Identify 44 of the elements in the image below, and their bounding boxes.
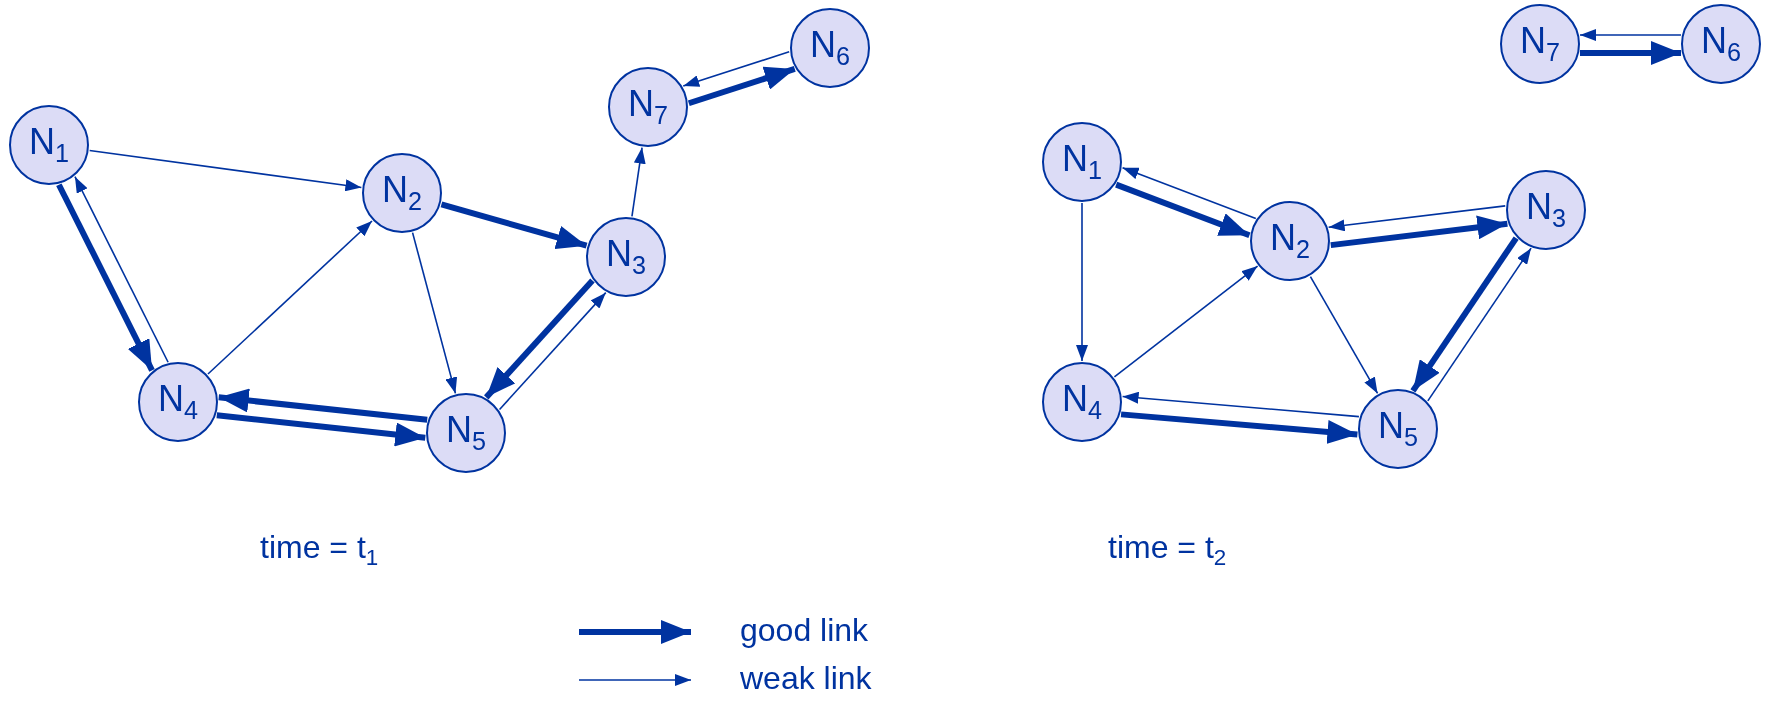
legend-label: weak link — [740, 662, 872, 694]
arrow — [682, 50, 790, 87]
arrow — [411, 231, 458, 395]
node-label: N$_{7}$ — [1520, 22, 1560, 66]
arrow — [1427, 247, 1532, 402]
arrow — [440, 201, 588, 250]
arrow — [631, 146, 646, 218]
arrow — [1579, 41, 1682, 65]
arrow — [1121, 391, 1360, 418]
arrow — [1327, 205, 1507, 232]
arrow — [1309, 275, 1379, 395]
arrow — [1113, 265, 1259, 378]
arrow — [1115, 181, 1251, 239]
arrow — [88, 149, 363, 192]
node-label: N$_{3}$ — [606, 235, 646, 279]
node-label: N$_{6}$ — [1701, 22, 1741, 66]
arrow — [1121, 167, 1257, 220]
node-label: N$_{4}$ — [158, 380, 198, 424]
arrow — [207, 220, 373, 375]
arrow — [218, 388, 428, 423]
arrow — [498, 291, 607, 411]
node-label: N$_{3}$ — [1526, 188, 1566, 232]
arrow — [56, 183, 155, 372]
node-label: N$_{4}$ — [1062, 380, 1102, 424]
node-label: N$_{2}$ — [1270, 219, 1310, 263]
time-label: time = t$_{1}$ — [260, 530, 379, 572]
arrow — [1076, 202, 1088, 362]
arrow — [687, 66, 796, 107]
arrow — [216, 412, 426, 447]
arrow — [1410, 236, 1519, 393]
arrow — [484, 278, 595, 400]
arrow — [1120, 411, 1358, 444]
arrow — [1330, 215, 1508, 249]
node-label: N$_{7}$ — [628, 85, 668, 129]
node-label: N$_{5}$ — [1378, 407, 1418, 451]
time-label: time = t$_{2}$ — [1108, 530, 1227, 572]
legend-label: good link — [740, 614, 869, 646]
node-label: N$_{1}$ — [29, 123, 69, 167]
node-label: N$_{6}$ — [810, 26, 850, 70]
node-label: N$_{5}$ — [446, 411, 486, 455]
node-label: N$_{1}$ — [1062, 140, 1102, 184]
arrow — [1579, 29, 1682, 41]
arrow — [74, 175, 169, 364]
node-label: N$_{2}$ — [382, 171, 422, 215]
